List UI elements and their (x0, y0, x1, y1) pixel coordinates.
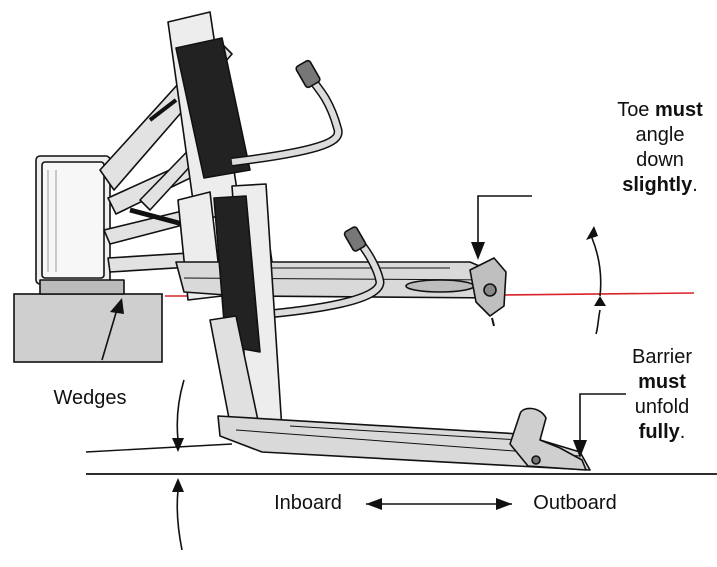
toe-period: . (692, 174, 698, 196)
upper-toe-rollstop (469, 257, 507, 327)
platform-angle-arc-lower (176, 489, 183, 551)
toe-angle-word: angle (635, 124, 685, 146)
inboard-label: Inboard (274, 492, 342, 514)
wedges-pointer-head (110, 298, 124, 314)
barrier-fully-word: fully (638, 421, 680, 443)
barrier-label: Barrier must unfold fully. (616, 345, 708, 445)
platform-angle-line (85, 443, 233, 453)
outboard-arrowhead (496, 498, 512, 510)
wedges-label: Wedges (53, 387, 127, 409)
inboard-arrowhead (366, 498, 382, 510)
outboard-label: Outboard (533, 492, 617, 514)
pump-enclosure (35, 155, 125, 295)
lower-lift (209, 183, 591, 471)
toe-word: Toe (617, 99, 650, 121)
wedges-pointer-line (101, 305, 119, 361)
toe-pointer-line (477, 195, 532, 242)
toe-down-word: down (636, 149, 684, 171)
toe-angle-arc (591, 237, 602, 297)
toe-pointer-head (471, 242, 485, 260)
lower-barrier (509, 407, 587, 471)
toe-must-word: must (655, 99, 703, 121)
lower-black-pad (213, 195, 261, 353)
annotation-arrows (85, 195, 626, 551)
upper-lift (35, 11, 507, 327)
barrier-must-word: must (638, 371, 686, 393)
platform-angle-arc-upper (176, 379, 185, 441)
toe-slightly-word: slightly (622, 174, 693, 196)
toe-label: Toe must angle down slightly. (600, 98, 717, 198)
barrier-unfold-word: unfold (634, 396, 690, 418)
barrier-pointer-head (573, 440, 587, 458)
barrier-word: Barrier (631, 346, 692, 368)
barrier-period: . (679, 421, 686, 443)
barrier-pointer-line (579, 393, 626, 440)
upper-black-pad (175, 37, 251, 179)
vehicle-floor-block (13, 293, 163, 363)
